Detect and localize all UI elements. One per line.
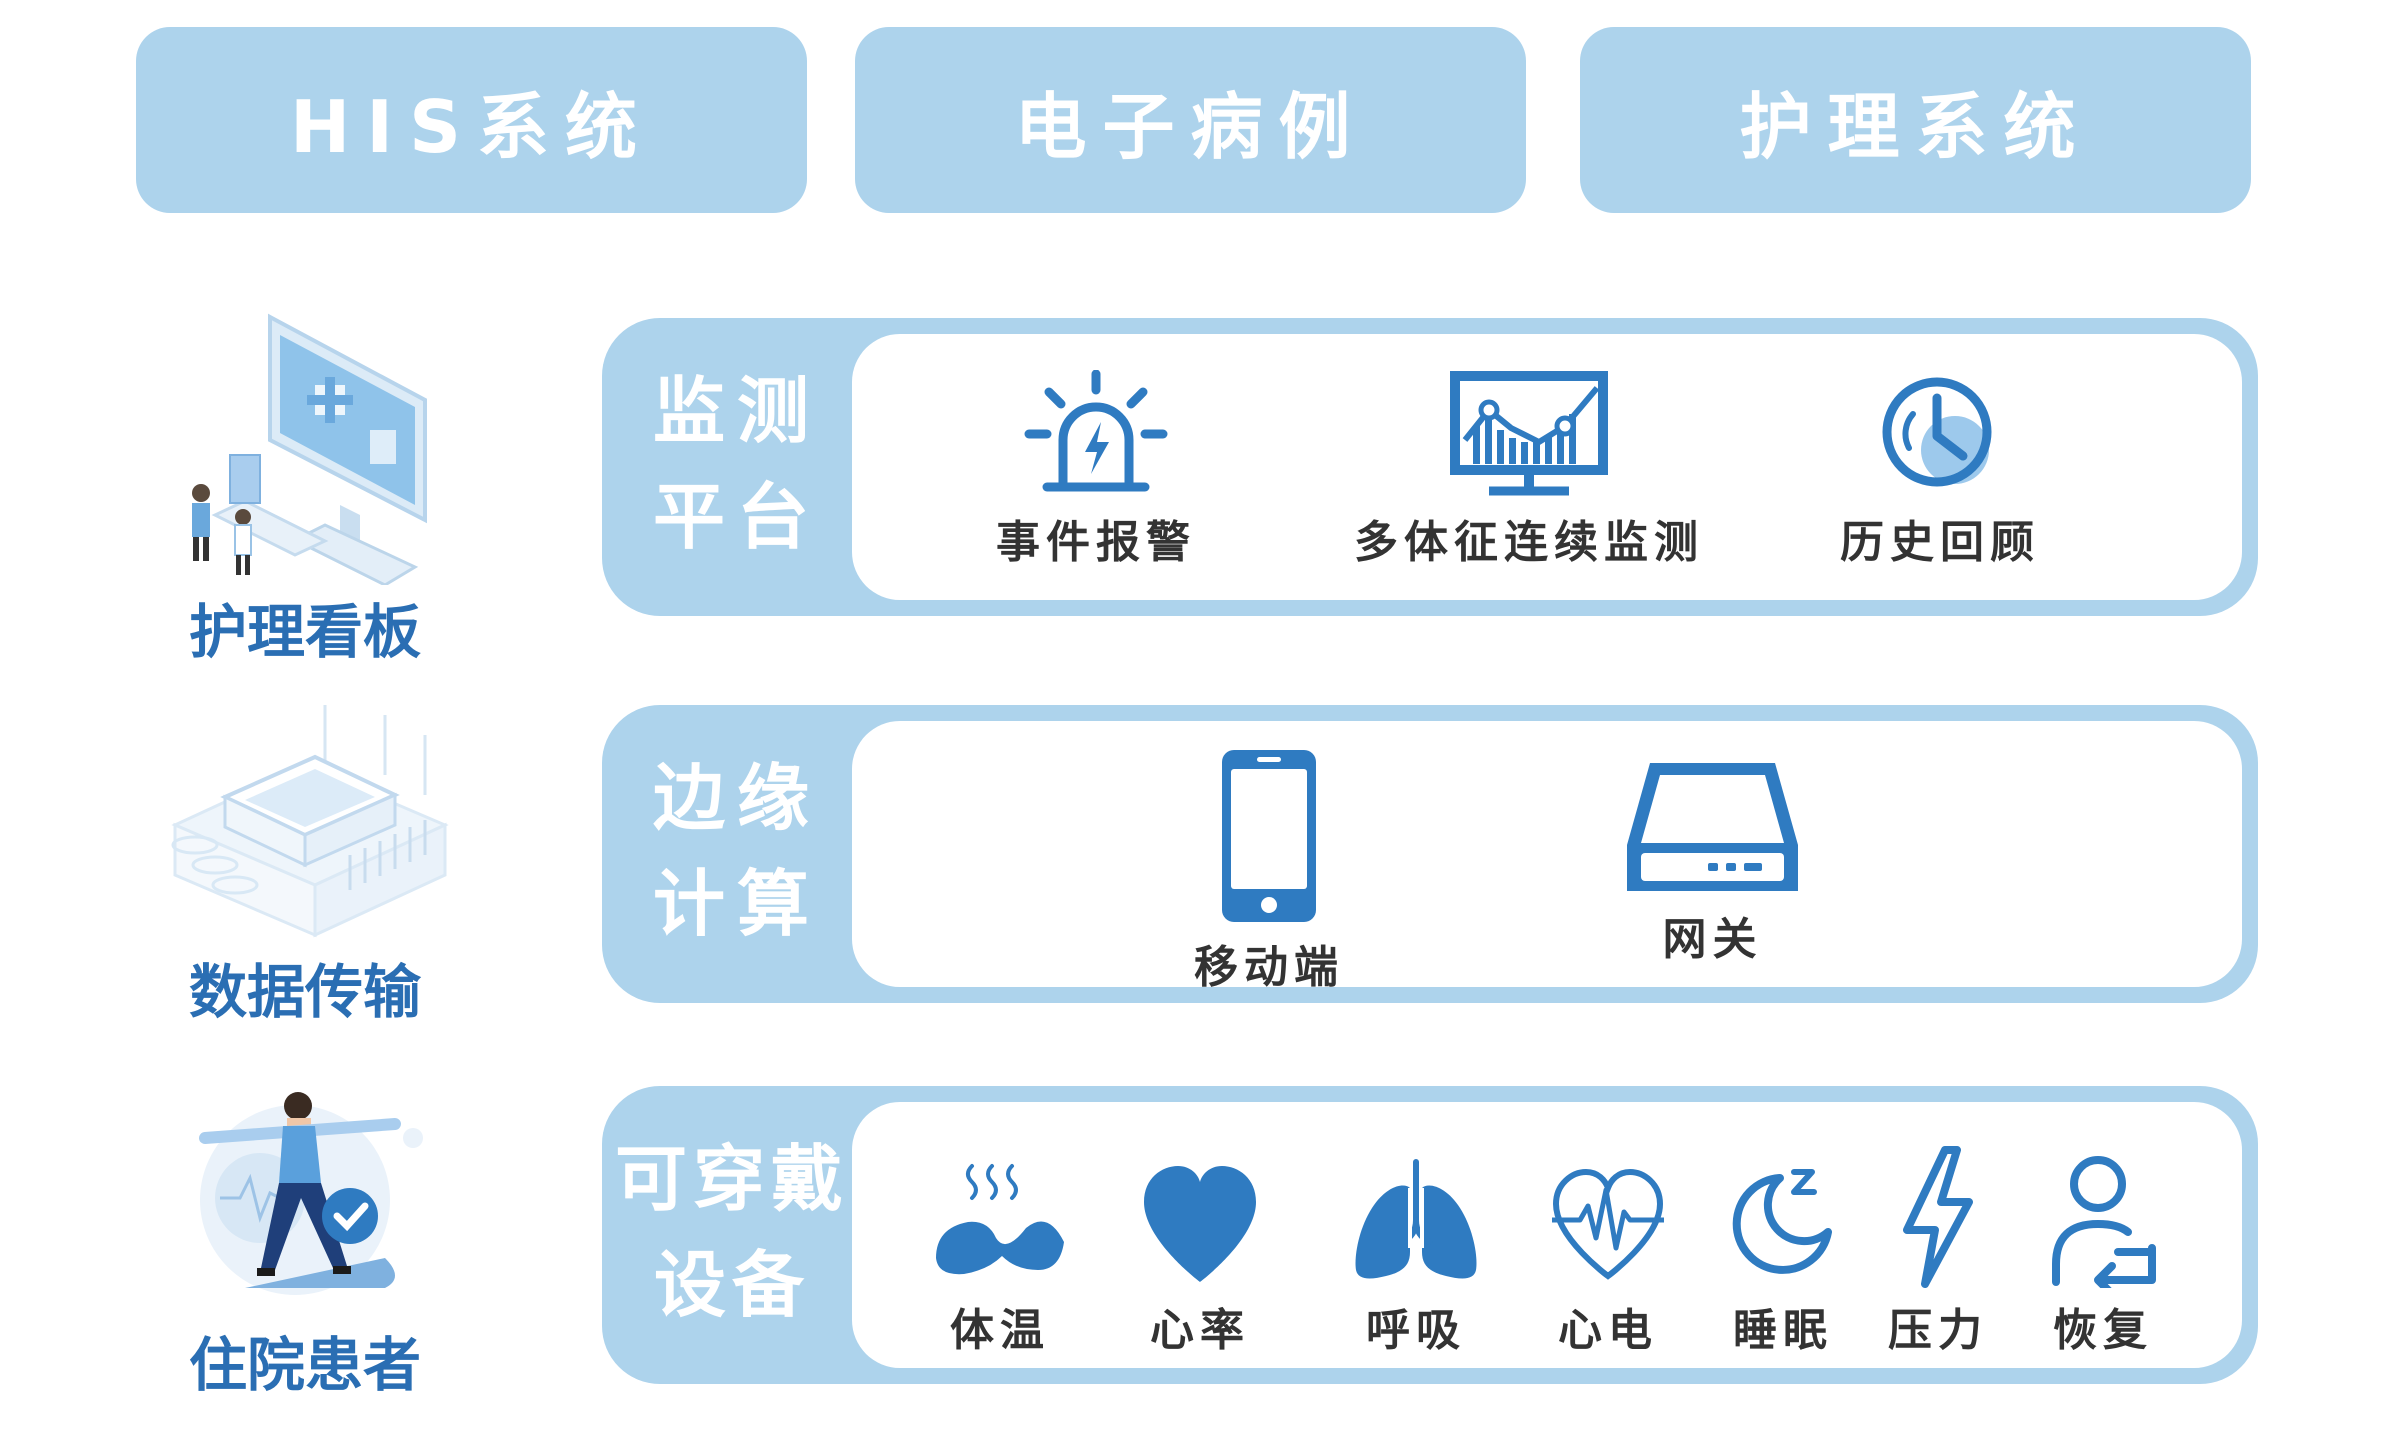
clock-icon <box>1882 377 1992 487</box>
his-system-label: HIS系统 <box>290 84 653 169</box>
row-title-line2: 设备 <box>653 1243 810 1327</box>
row-title-wearable-devices: 可穿戴 设备 <box>608 1126 856 1338</box>
side-label-data-transmission: 数据传输 <box>188 958 421 1026</box>
item-label-recovery: 恢复 <box>2053 1305 2153 1356</box>
item-label-stress: 压力 <box>1888 1305 1988 1356</box>
item-mobile: 移动端 <box>1194 747 1344 995</box>
nursing-system-box: 护理系统 <box>1580 27 2251 213</box>
item-label-sleep: 睡眠 <box>1733 1305 1833 1356</box>
row-inner-edge: 移动端 网关 <box>852 721 2242 993</box>
item-ecg: 心电 <box>1548 1158 1668 1358</box>
gateway-router-icon <box>1627 763 1798 891</box>
row-monitoring-platform: 监测 平台 事件报警 <box>602 318 2258 616</box>
alarm-siren-icon <box>1024 370 1168 492</box>
item-label-event-alarm: 事件报警 <box>996 517 1196 568</box>
item-label-history-review: 历史回顾 <box>1840 517 2040 568</box>
sleep-moon-icon <box>1732 1169 1832 1274</box>
item-event-alarm: 事件报警 <box>996 370 1196 570</box>
item-heart-rate: 心率 <box>1140 1158 1260 1358</box>
emr-box: 电子病例 <box>855 27 1526 213</box>
item-label-multi-vital-monitoring: 多体征连续监测 <box>1354 517 1704 568</box>
item-history-review: 历史回顾 <box>1840 370 2040 570</box>
row-edge-computing: 边缘 计算 移动端 网关 <box>602 705 2258 1003</box>
item-sleep: 睡眠 <box>1728 1158 1838 1358</box>
row-title-line2: 计算 <box>652 862 821 946</box>
row-title-line1: 监测 <box>652 369 821 453</box>
lungs-icon <box>1355 1159 1477 1279</box>
side-label-inpatient: 住院患者 <box>188 1331 421 1399</box>
patient-figure-icon <box>199 1092 423 1295</box>
nursing-system-label: 护理系统 <box>1739 84 2092 169</box>
fpga-board-icon <box>171 705 449 938</box>
mobile-phone-icon <box>1222 750 1316 922</box>
ecg-heart-icon <box>1552 1168 1664 1280</box>
item-label-heart-rate: 心率 <box>1150 1305 1250 1356</box>
side-data-transmission: 数据传输 <box>140 705 470 1029</box>
item-label-ecg: 心电 <box>1558 1305 1658 1356</box>
item-gateway: 网关 <box>1620 757 1805 967</box>
row-title-edge-computing: 边缘 计算 <box>622 745 852 957</box>
side-label-nursing-dashboard: 护理看板 <box>188 598 421 666</box>
his-system-box: HIS系统 <box>136 27 807 213</box>
emr-label: 电子病例 <box>1014 84 1367 169</box>
item-label-mobile: 移动端 <box>1194 942 1344 993</box>
item-label-temperature: 体温 <box>950 1305 1050 1356</box>
item-label-respiration: 呼吸 <box>1366 1305 1466 1356</box>
item-stress: 压力 <box>1888 1146 1988 1358</box>
side-inpatient: 住院患者 <box>140 1088 470 1402</box>
side-nursing-dashboard: 护理看板 <box>140 305 470 669</box>
row-title-line2: 平台 <box>652 475 821 559</box>
item-multi-vital-monitoring: 多体征连续监测 <box>1354 370 1704 570</box>
item-temperature: 体温 <box>930 1158 1070 1358</box>
monitor-chart-icon <box>1450 371 1608 496</box>
lightning-icon <box>1903 1146 1973 1288</box>
row-inner-monitoring: 事件报警 多体征连续监测 <box>852 334 2242 600</box>
temperature-icon <box>936 1164 1064 1275</box>
heart-icon <box>1144 1166 1256 1282</box>
row-inner-wearable: 体温 心率 呼吸 <box>852 1102 2242 1368</box>
recovery-person-icon <box>2052 1156 2156 1288</box>
row-title-line1: 可穿戴 <box>614 1137 849 1221</box>
computer-monitor-icon <box>192 313 427 585</box>
row-title-monitoring-platform: 监测 平台 <box>622 358 852 570</box>
item-label-gateway: 网关 <box>1662 914 1763 965</box>
row-wearable-devices: 可穿戴 设备 体温 心率 <box>602 1086 2258 1384</box>
row-title-line1: 边缘 <box>652 756 821 840</box>
item-respiration: 呼吸 <box>1346 1158 1486 1358</box>
item-recovery: 恢复 <box>2048 1152 2158 1358</box>
